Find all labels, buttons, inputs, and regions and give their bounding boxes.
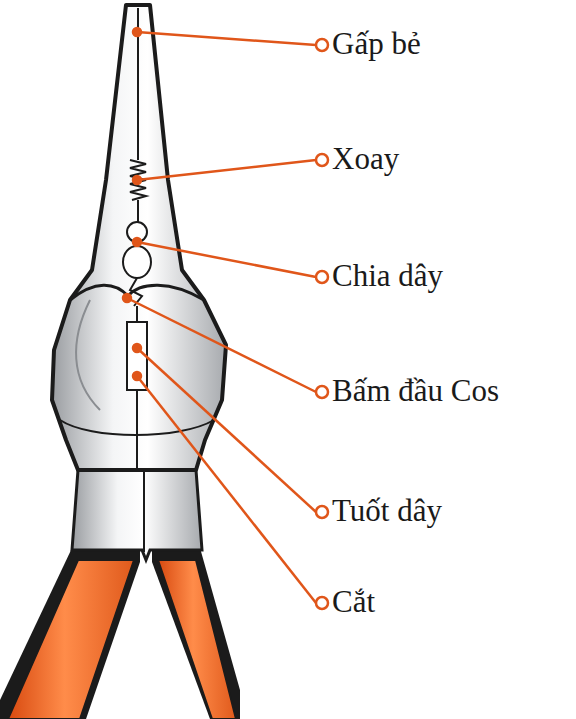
part-label: Cắt — [332, 586, 375, 617]
part-label: Tuốt dây — [332, 495, 442, 526]
part-label: Xoay — [332, 143, 399, 174]
part-label: Gấp bẻ — [332, 28, 421, 59]
part-label: Chia dây — [332, 260, 443, 291]
part-label: Bấm đầu Cos — [332, 375, 499, 406]
